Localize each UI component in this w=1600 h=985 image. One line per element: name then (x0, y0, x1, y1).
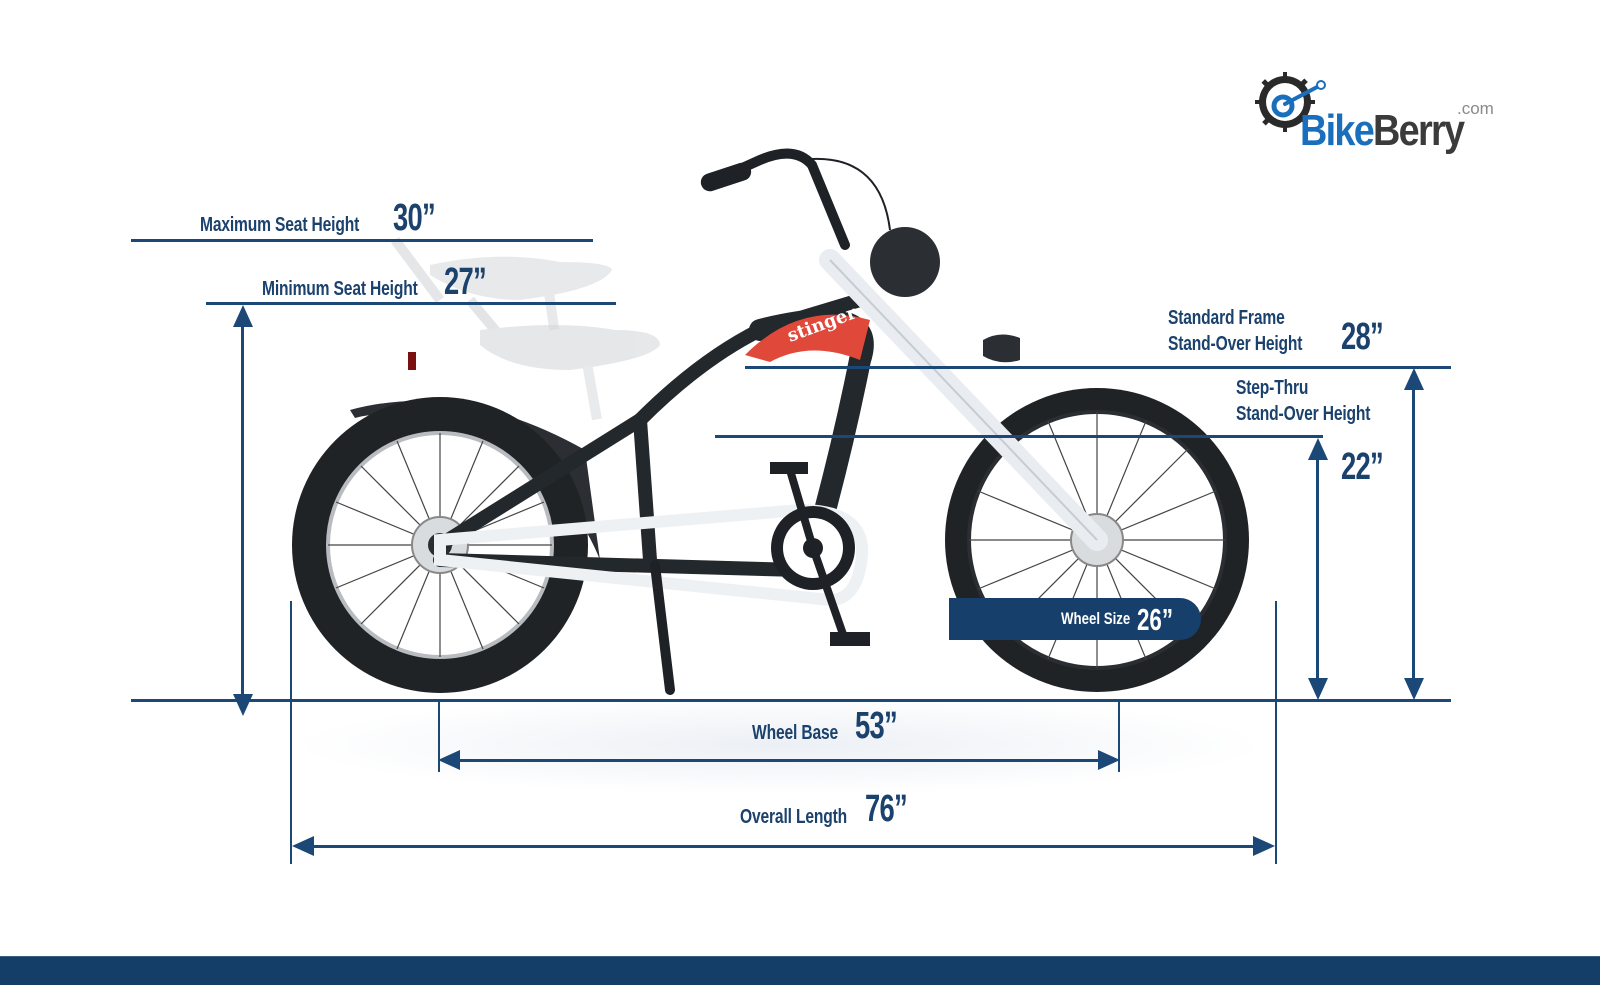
overall-left-extension (290, 601, 292, 864)
arrow-down-icon (1404, 678, 1424, 700)
gear-crank-icon (1255, 72, 1326, 132)
stepthru-label-line1: Step-Thru (1236, 377, 1309, 399)
wheel-base-label: Wheel Base (752, 722, 839, 744)
standard-standover-value: 28” (1341, 316, 1384, 358)
ghost-seat-max-icon (391, 237, 612, 331)
brand-suffix: .com (1457, 99, 1494, 118)
overall-right-extension (1275, 601, 1277, 864)
stepthru-standover-vertical-line (1316, 450, 1319, 685)
brand-name: BikeBerry (1300, 106, 1465, 155)
arrow-left-icon (292, 836, 314, 856)
standard-standover-label-line2: Stand-Over Height (1168, 333, 1303, 355)
tail-light-icon (408, 352, 416, 370)
standard-standover-line (745, 366, 1451, 369)
stepthru-standover-line (715, 435, 1323, 438)
overall-length-label: Overall Length (740, 806, 848, 828)
standard-standover-label-line1: Standard Frame (1168, 307, 1285, 329)
max-seat-height-value: 30” (393, 197, 436, 239)
seat-height-vertical-line (241, 318, 244, 696)
floor-shadow (290, 695, 1270, 795)
overall-length-value: 76” (865, 788, 908, 830)
min-seat-height-value: 27” (444, 261, 487, 303)
wheel-size-value: 26” (1137, 602, 1173, 637)
kickstand-icon (650, 560, 675, 695)
headlight-drum-icon (870, 227, 940, 297)
stepthru-label-line2: Stand-Over Height (1236, 403, 1371, 425)
min-seat-height-line (206, 302, 616, 305)
arrow-right-icon (1253, 836, 1275, 856)
arrow-left-icon (438, 750, 460, 770)
brake-cable-icon (799, 157, 891, 231)
wheelbase-left-extension (438, 699, 440, 772)
wheel-size-badge: Wheel Size 26” (949, 598, 1201, 640)
footer-bar (0, 956, 1600, 985)
overall-length-line (306, 845, 1260, 848)
arrow-up-icon (1308, 438, 1328, 460)
grip-icon (700, 162, 752, 192)
pedal-icon (830, 632, 870, 646)
standard-standover-vertical-line (1412, 380, 1415, 685)
stinger-decal-icon (745, 314, 870, 362)
stepthru-standover-value: 22” (1341, 446, 1384, 488)
ground-line (131, 699, 1451, 702)
min-seat-height-label: Minimum Seat Height (262, 278, 418, 300)
wheel-base-value: 53” (855, 705, 898, 747)
crank-arm-icon (809, 546, 849, 642)
handlebar-icon (715, 148, 850, 250)
arrow-down-icon (1308, 678, 1328, 700)
arrow-up-icon (233, 305, 253, 327)
front-lamp-icon (983, 334, 1020, 363)
max-seat-height-line (131, 239, 593, 242)
wheelbase-right-extension (1118, 699, 1120, 772)
arrow-up-icon (1404, 368, 1424, 390)
arrow-right-icon (1098, 750, 1120, 770)
wheelbase-line (452, 759, 1106, 762)
ghost-seat-min-icon (466, 296, 660, 421)
arrow-down-icon (233, 694, 253, 716)
wheel-size-label: Wheel Size (1061, 609, 1131, 628)
max-seat-height-label: Maximum Seat Height (200, 214, 360, 236)
